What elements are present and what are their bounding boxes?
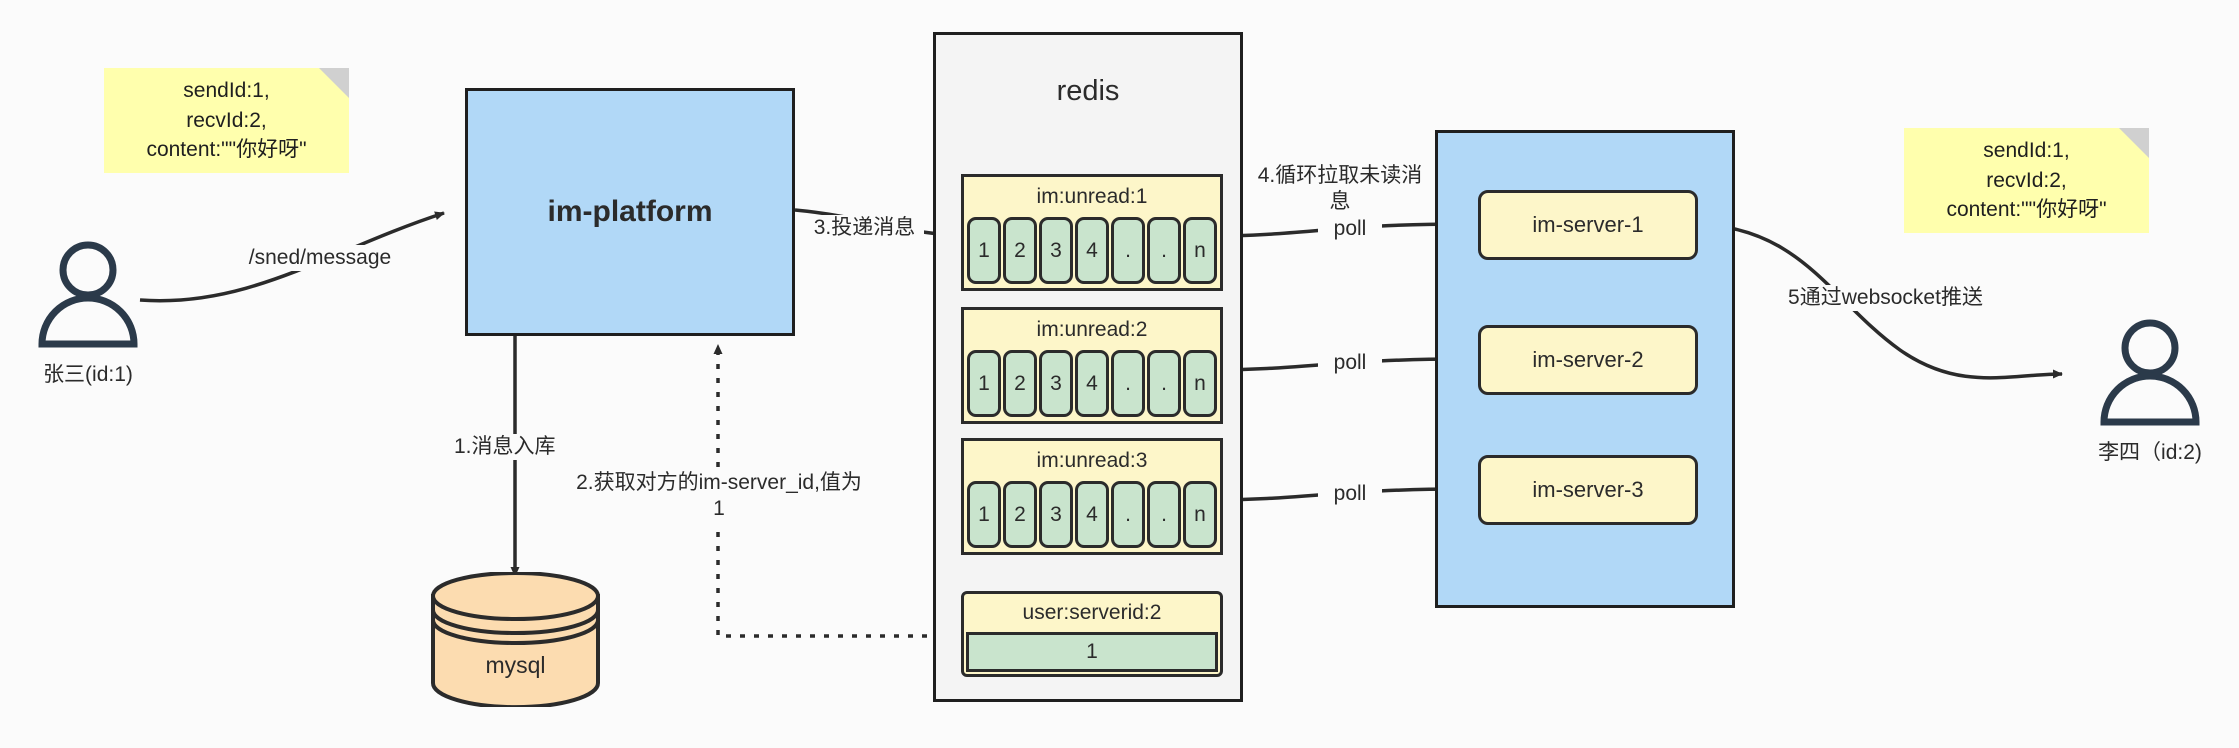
redis-cell[interactable]: 4 [1075, 350, 1109, 417]
im-platform-label: im-platform [547, 195, 713, 228]
im-server-3-label: im-server-3 [1532, 477, 1644, 502]
redis-cell[interactable]: 3 [1039, 481, 1073, 548]
redis-list-group-3[interactable]: im:unread:3 1 2 3 4 . . n [961, 438, 1223, 555]
edge-label-poll-1: poll [1318, 216, 1382, 243]
redis-list-group-1[interactable]: im:unread:1 1 2 3 4 . . n [961, 174, 1223, 291]
redis-cell[interactable]: . [1147, 481, 1181, 548]
sender-avatar [38, 241, 138, 348]
im-server-1-label: im-server-1 [1532, 212, 1644, 237]
redis-container: redis im:unread:1 1 2 3 4 . . n im:unrea… [933, 32, 1243, 702]
mysql-node[interactable] [428, 572, 603, 707]
redis-cell[interactable]: n [1183, 350, 1217, 417]
edge-label-send-message: /sned/message [228, 245, 412, 272]
redis-list-group-2[interactable]: im:unread:2 1 2 3 4 . . n [961, 307, 1223, 424]
redis-kv-value[interactable]: 1 [966, 632, 1218, 672]
edge-label-poll-3: poll [1318, 481, 1382, 508]
im-server-1-node[interactable]: im-server-1 [1478, 190, 1698, 260]
edge-label-step2: 2.获取对方的im-server_id,值为1 [572, 470, 866, 523]
sticky-note-right: sendId:1, recvId:2, content:""你好呀" [1904, 128, 2149, 233]
edge-label-step1: 1.消息入库 [452, 434, 586, 461]
receiver-label: 李四（id:2) [2098, 441, 2202, 464]
redis-list-key-3: im:unread:3 [1036, 449, 1148, 472]
im-server-cluster: im-server-1 im-server-2 im-server-3 [1435, 130, 1735, 608]
redis-cell[interactable]: . [1147, 350, 1181, 417]
redis-list-cells-2: 1 2 3 4 . . n [967, 350, 1217, 417]
redis-cell[interactable]: 2 [1003, 350, 1037, 417]
note-fold-icon [2119, 128, 2149, 158]
redis-cell[interactable]: . [1111, 217, 1145, 284]
im-platform-node[interactable]: im-platform [465, 88, 795, 336]
edge-label-step3: 3.投递消息 [805, 215, 924, 242]
redis-cell[interactable]: . [1111, 350, 1145, 417]
im-server-3-node[interactable]: im-server-3 [1478, 455, 1698, 525]
redis-list-cells-3: 1 2 3 4 . . n [967, 481, 1217, 548]
redis-cell[interactable]: n [1183, 481, 1217, 548]
receiver-avatar [2100, 319, 2200, 426]
redis-cell[interactable]: . [1111, 481, 1145, 548]
redis-cell[interactable]: 3 [1039, 350, 1073, 417]
redis-title: redis [1056, 75, 1120, 107]
sticky-note-right-text: sendId:1, recvId:2, content:""你好呀" [1946, 138, 2107, 222]
redis-cell[interactable]: n [1183, 217, 1217, 284]
redis-cell[interactable]: 2 [1003, 481, 1037, 548]
edge-label-step5: 5通过websocket推送 [1776, 285, 1995, 312]
redis-kv-key: user:serverid:2 [1022, 601, 1162, 624]
redis-cell[interactable]: 2 [1003, 217, 1037, 284]
redis-cell[interactable]: 3 [1039, 217, 1073, 284]
redis-list-key-2: im:unread:2 [1036, 318, 1148, 341]
redis-list-cells-1: 1 2 3 4 . . n [967, 217, 1217, 284]
mysql-label: mysql [485, 652, 546, 678]
redis-cell[interactable]: . [1147, 217, 1181, 284]
redis-cell[interactable]: 1 [967, 350, 1001, 417]
edge-label-poll-2: poll [1318, 350, 1382, 377]
note-fold-icon [319, 68, 349, 98]
sticky-note-left-text: sendId:1, recvId:2, content:""你好呀" [146, 78, 307, 162]
redis-cell[interactable]: 1 [967, 217, 1001, 284]
redis-kv-group[interactable]: user:serverid:2 1 [961, 591, 1223, 677]
redis-cell[interactable]: 4 [1075, 217, 1109, 284]
im-server-2-label: im-server-2 [1532, 347, 1644, 372]
im-server-2-node[interactable]: im-server-2 [1478, 325, 1698, 395]
sender-label: 张三(id:1) [43, 363, 133, 386]
redis-list-key-1: im:unread:1 [1036, 185, 1148, 208]
redis-cell[interactable]: 4 [1075, 481, 1109, 548]
redis-cell[interactable]: 1 [967, 481, 1001, 548]
sticky-note-left: sendId:1, recvId:2, content:""你好呀" [104, 68, 349, 173]
edge-label-step4: 4.循环拉取未读消 息 [1253, 163, 1427, 216]
